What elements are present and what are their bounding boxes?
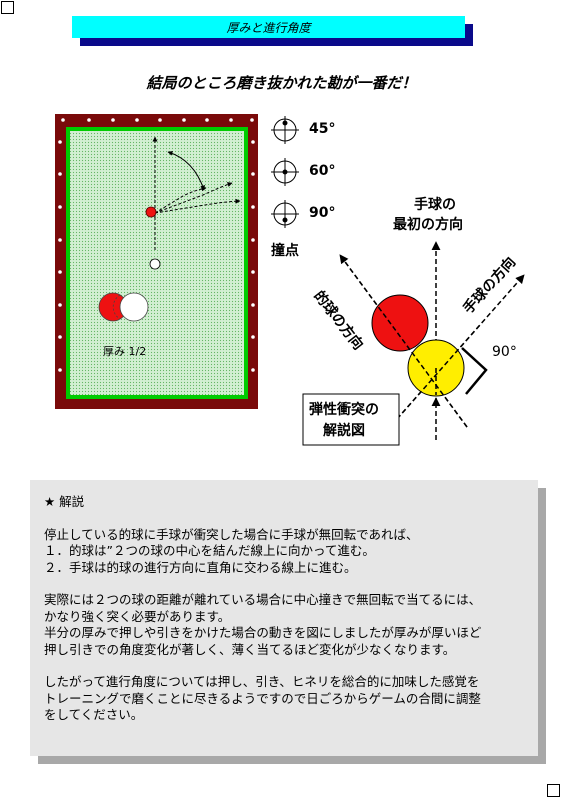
cue-initial-direction-line1: 手球の xyxy=(414,197,456,213)
contact-angle-45: 45° xyxy=(309,121,336,137)
contact-icon-45 xyxy=(271,116,299,144)
contact-angle-90: 90° xyxy=(309,205,336,221)
explanation-line: かなり強く突く必要があります。 xyxy=(44,608,231,624)
red-object-ball xyxy=(145,206,157,218)
explanation-line: 半分の厚みで押しや引きをかけた場合の動きを図にしましたが厚みが厚いほど xyxy=(44,625,482,640)
white-cue-ball xyxy=(149,258,161,270)
corner-marker-bottom-right xyxy=(547,784,560,797)
contact-point-label: 撞点 xyxy=(271,243,299,259)
angle-arc xyxy=(167,150,205,191)
corner-marker-top-left xyxy=(1,1,14,14)
collision-diagram xyxy=(302,241,525,446)
contact-icon-90 xyxy=(271,200,299,228)
diagram xyxy=(55,114,525,446)
red-ball xyxy=(371,294,429,352)
thickness-label: 厚み 1/2 xyxy=(103,345,147,358)
right-angle-marker xyxy=(461,347,488,395)
headline: 結局のところ磨き抜かれた勘が一番だ！ xyxy=(146,74,417,92)
caption-line1: 弾性衝突の xyxy=(309,402,379,418)
pool-table xyxy=(55,114,258,409)
half-thickness-white-ball xyxy=(119,292,149,322)
explanation-line: 停止している的球に手球が衝突した場合に手球が無回転であれば、 xyxy=(44,526,419,542)
contact-angle-60: 60° xyxy=(309,163,336,179)
explanation-heading: ★ 解説 xyxy=(44,494,85,509)
path-45 xyxy=(154,186,207,214)
explanation-panel: ★ 解説 停止している的球に手球が衝突した場合に手球が無回転であれば、 １．的球… xyxy=(30,480,538,756)
explanation-line: 押し引きでの角度変化が著しく、薄く当てるほど変化が少なくなります。 xyxy=(44,641,456,657)
explanation-line: ２．手球は的球の進行方向に直角に交わる線上に進む。 xyxy=(44,559,357,575)
explanation-line: をしてください。 xyxy=(44,707,144,722)
explanation-line: １．的球は”２つの球の中心を結んだ線上に向かって進む。 xyxy=(44,543,375,558)
rail-diamonds xyxy=(58,118,255,372)
contact-point-icons xyxy=(271,116,299,228)
cue-initial-direction-line2: 最初の方向 xyxy=(393,217,463,233)
contact-icon-60 xyxy=(271,158,299,186)
trajectory-lines xyxy=(152,136,241,250)
right-angle-label: 90° xyxy=(492,344,517,360)
page-title: 厚みと進行角度 xyxy=(72,16,465,38)
caption-box xyxy=(302,393,400,446)
explanation-line: トレーニングで磨くことに尽きるようですので日ごろからゲームの合間に調整 xyxy=(44,690,481,706)
path-60 xyxy=(154,182,233,214)
caption-line2: 解説図 xyxy=(323,423,365,439)
explanation-line: したがって進行角度については押し、引き、ヒネリを総合的に加味した感覚を xyxy=(44,674,480,689)
path-90 xyxy=(154,198,241,214)
explanation-line: 実際には２つの球の距離が離れている場合に中心撞きで無回転で当てるには、 xyxy=(44,592,482,607)
